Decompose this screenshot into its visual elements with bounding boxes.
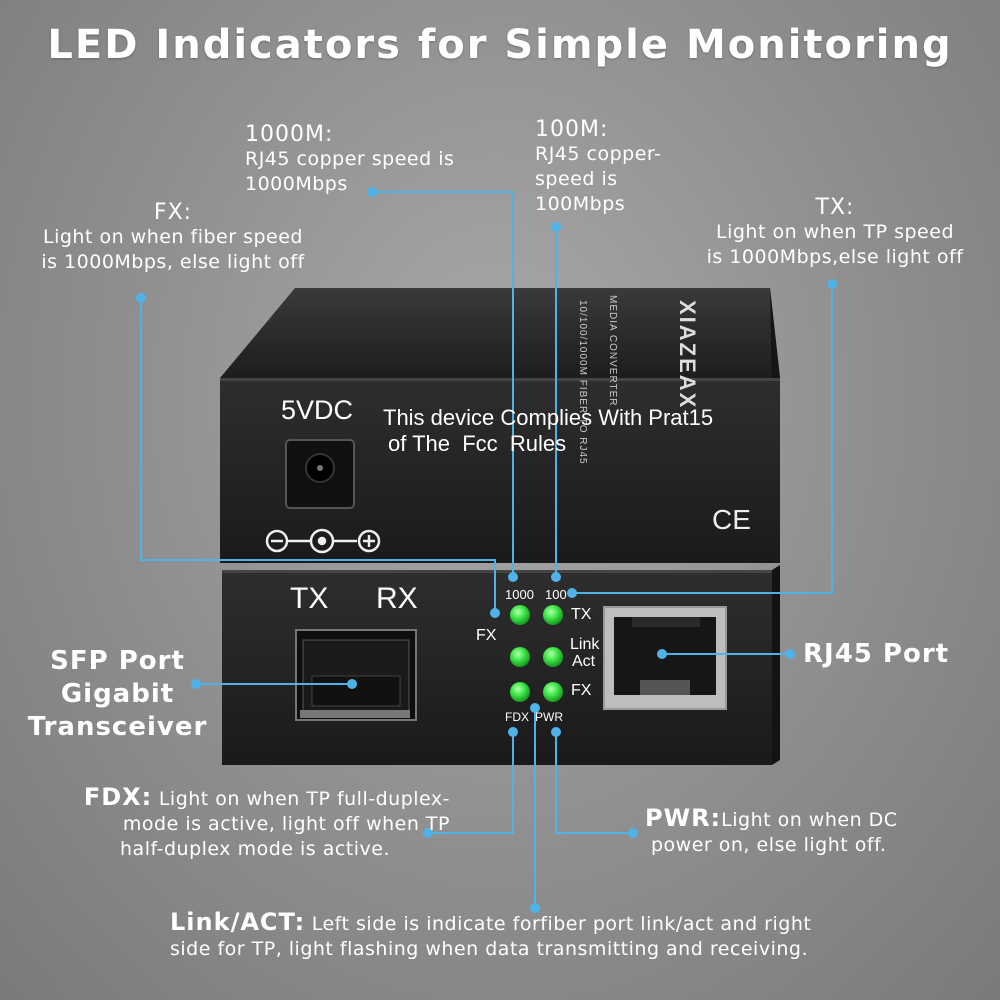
annotation-pwr-line-1: Light on when DC xyxy=(721,809,898,831)
svg-text:MEDIA CONVERTER: MEDIA CONVERTER xyxy=(607,295,618,407)
annotation-100m-line-2: speed is xyxy=(535,168,618,190)
annotation-linkact-heading: Link/ACT: xyxy=(170,908,306,936)
led-label-100: 100 xyxy=(545,587,567,602)
annotation-fx-heading: FX: xyxy=(153,200,193,225)
annotation-fdx-line-1: Light on when TP full-duplex- xyxy=(158,788,450,810)
annotation-sfp: SFP Port Gigabit Transceiver xyxy=(20,645,215,744)
annotation-tx: TX: Light on when TP speed is 1000Mbps,e… xyxy=(675,195,995,270)
sfp-tx-label: TX xyxy=(290,582,329,615)
annotation-pwr-line-2: power on, else light off. xyxy=(651,834,887,856)
annotation-tx-line-2: is 1000Mbps,else light off xyxy=(706,246,964,268)
annotation-fdx-line-3: half-duplex mode is active. xyxy=(120,838,390,860)
annotation-pwr: PWR:Light on when DC power on, else ligh… xyxy=(645,806,898,858)
svg-text:10/100/1000M FIBER TO RJ45: 10/100/1000M FIBER TO RJ45 xyxy=(577,300,588,465)
annotation-100m-line-1: RJ45 copper- xyxy=(535,143,662,165)
annotation-linkact-line-1: Left side is indicate forfiber port link… xyxy=(311,913,812,935)
annotation-100m-heading: 100M: xyxy=(535,117,609,142)
annotation-pwr-heading: PWR: xyxy=(645,804,722,832)
annotation-fx-line-2: is 1000Mbps, else light off xyxy=(41,251,305,273)
annotation-fdx: FDX: Light on when TP full-duplex- mode … xyxy=(50,785,450,862)
annotation-1000m-line-2: 1000Mbps xyxy=(245,173,348,195)
led-label-fx-left: FX xyxy=(476,627,497,644)
rj45-port xyxy=(603,606,727,710)
annotation-linkact-line-2: side for TP, light flashing when data tr… xyxy=(170,938,808,960)
led-label-fx-right: FX xyxy=(571,682,592,699)
svg-text:XIAZEAX: XIAZEAX xyxy=(675,300,700,409)
power-label: 5VDC xyxy=(281,395,354,425)
led-pwr xyxy=(543,682,563,702)
led-label-tx: TX xyxy=(571,606,592,623)
fcc-line-2: of The Fcc Rules xyxy=(388,431,567,456)
led-link-left xyxy=(510,647,530,667)
led-label-pwr: PWR xyxy=(535,710,563,724)
annotation-sfp-line-2: Gigabit xyxy=(60,679,175,709)
annotation-1000m-line-1: RJ45 copper speed is xyxy=(245,148,455,170)
sfp-port xyxy=(295,629,417,721)
sfp-rx-label: RX xyxy=(376,582,418,615)
top-brand-label: XIAZEAX xyxy=(675,300,700,409)
led-link-right xyxy=(543,647,563,667)
fcc-line-1: This device Complies With Prat15 xyxy=(383,405,714,430)
annotation-1000m: 1000M: RJ45 copper speed is 1000Mbps xyxy=(245,122,454,197)
rear-unit-top xyxy=(220,288,780,378)
callout-dots xyxy=(136,187,837,913)
annotation-tx-heading: TX: xyxy=(815,195,855,220)
annotation-linkact: Link/ACT: Left side is indicate forfiber… xyxy=(170,910,970,962)
led-1000 xyxy=(510,605,530,625)
annotation-sfp-line-1: SFP Port xyxy=(50,646,185,676)
top-model-label: MEDIA CONVERTER xyxy=(607,295,618,407)
annotation-fdx-line-2: mode is active, light off when TP xyxy=(122,813,450,835)
annotation-fdx-heading: FDX: xyxy=(83,783,153,811)
annotation-rj45: RJ45 Port xyxy=(803,639,950,669)
led-100-tx xyxy=(543,605,563,625)
annotation-fx-line-1: Light on when fiber speed xyxy=(43,226,303,248)
annotation-100m: 100M: RJ45 copper- speed is 100Mbps xyxy=(535,117,661,217)
led-label-act: Act xyxy=(572,653,596,670)
polarity-icon xyxy=(265,528,381,554)
led-label-fdx: FDX xyxy=(505,710,529,724)
top-spec-label: 10/100/1000M FIBER TO RJ45 xyxy=(577,300,588,465)
led-label-link: Link xyxy=(570,636,600,653)
led-array xyxy=(510,605,563,702)
annotation-1000m-heading: 1000M: xyxy=(245,122,334,147)
page-title: LED Indicators for Simple Monitoring xyxy=(47,22,953,68)
annotation-fx: FX: Light on when fiber speed is 1000Mbp… xyxy=(8,200,338,275)
led-label-1000: 1000 xyxy=(505,587,534,602)
led-fdx xyxy=(510,682,530,702)
ce-mark: CE xyxy=(712,504,751,535)
annotation-sfp-line-3: Transceiver xyxy=(27,712,208,742)
annotation-tx-line-1: Light on when TP speed xyxy=(715,221,955,243)
annotation-100m-line-3: 100Mbps xyxy=(535,193,626,215)
callout-lines xyxy=(140,191,833,908)
